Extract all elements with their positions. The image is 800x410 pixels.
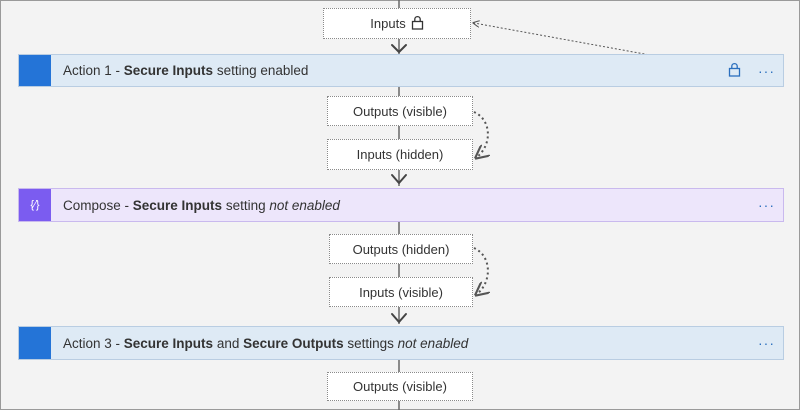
compose-card[interactable]: {∕} Compose - Secure Inputs setting not … [18,188,784,222]
more-options-icon[interactable]: ··· [758,62,775,79]
action3-card[interactable]: Action 3 - Secure Inputs and Secure Outp… [18,326,784,360]
compose-inputs-pill[interactable]: Inputs (hidden) [327,139,473,170]
action3-outputs-pill[interactable]: Outputs (visible) [327,372,473,401]
action1-outputs-pill[interactable]: Outputs (visible) [327,96,473,126]
pill-label: Outputs (visible) [353,103,447,119]
more-options-icon[interactable]: ··· [758,197,775,213]
pill-label: Inputs (visible) [359,284,443,300]
action1-card[interactable]: Action 1 - Secure Inputs setting enabled… [18,54,784,87]
pill-label: Outputs (hidden) [352,241,450,257]
more-options-icon[interactable]: ··· [758,335,775,351]
inputs-pill-label: Inputs [370,16,406,31]
lock-icon[interactable] [728,62,741,80]
action1-title: Action 1 - Secure Inputs setting enabled [63,63,309,78]
action1-icon [19,55,51,86]
inputs-pill[interactable]: Inputs [323,8,471,39]
action3-inputs-pill[interactable]: Inputs (visible) [329,277,473,307]
pill-label: Outputs (visible) [353,379,447,394]
pill-label: Inputs (hidden) [356,147,444,162]
action3-icon [19,327,51,359]
compose-title: Compose - Secure Inputs setting not enab… [63,197,340,213]
action3-title: Action 3 - Secure Inputs and Secure Outp… [63,335,469,351]
lock-icon [411,15,424,33]
compose-icon: {∕} [19,189,51,221]
compose-outputs-pill[interactable]: Outputs (hidden) [329,234,473,264]
